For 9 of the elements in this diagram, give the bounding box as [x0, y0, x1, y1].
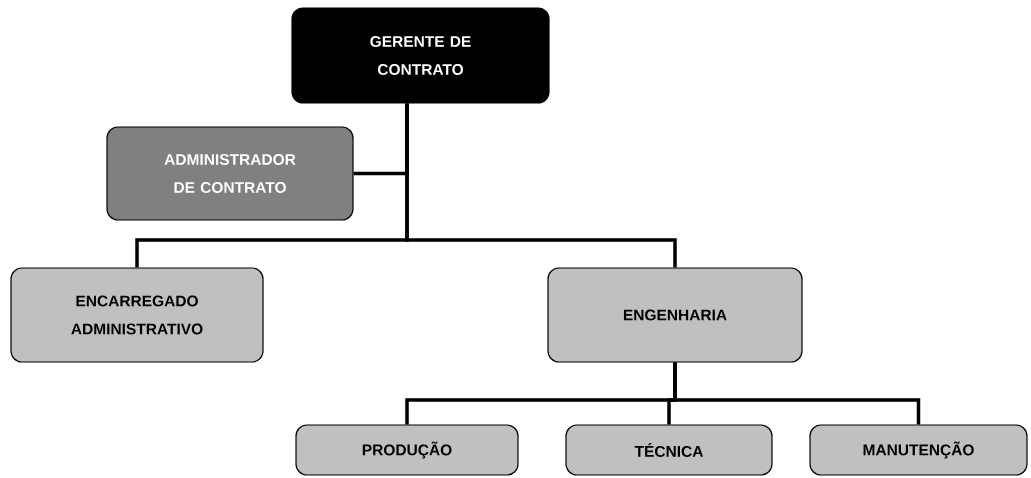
manager-box: GERENTE DE CONTRATO [291, 7, 550, 104]
connector-line [405, 103, 677, 268]
role-box: TÉCNICA [565, 424, 773, 476]
role-box: MANUTENÇÃO [809, 424, 1028, 476]
connector-line [673, 362, 921, 425]
role-box: PRODUÇÃO [295, 424, 519, 476]
role-box: ENCARREGADO ADMINISTRATIVO [10, 267, 264, 363]
admin-box: ADMINISTRADOR DE CONTRATO [106, 126, 354, 221]
role-box: ENGENHARIA [547, 267, 803, 363]
